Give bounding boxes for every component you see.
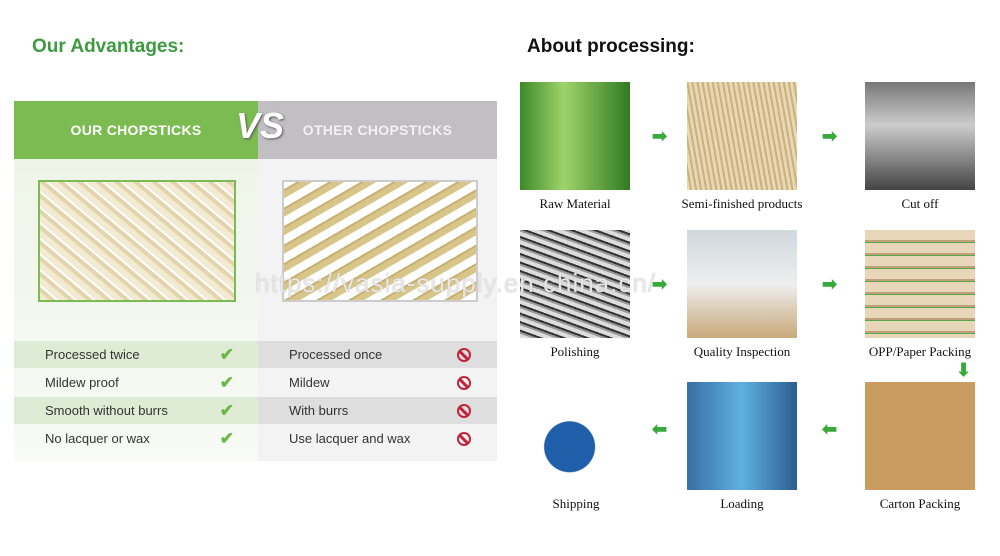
vs-logo: VS bbox=[236, 105, 285, 146]
ours-row: Smooth without burrs ✔ bbox=[14, 397, 258, 424]
arrow-left-icon: ⬅ bbox=[652, 419, 668, 439]
check-icon: ✔ bbox=[219, 344, 234, 364]
comparison-table: OUR CHOPSTICKS OTHER CHOPSTICKS VS Proce… bbox=[14, 101, 497, 461]
step-semi-finished: Semi-finished products bbox=[682, 82, 802, 212]
step-caption: Loading bbox=[720, 496, 764, 511]
prohibited-icon bbox=[457, 403, 471, 418]
step-polishing: Polishing bbox=[520, 230, 630, 360]
step-caption: Raw Material bbox=[539, 196, 611, 211]
semi-finished-photo bbox=[687, 82, 797, 190]
polishing-photo bbox=[520, 230, 630, 338]
step-caption: Semi-finished products bbox=[681, 196, 803, 211]
other-row: With burrs bbox=[258, 397, 497, 424]
arrow-right-icon: ➡ bbox=[822, 126, 838, 146]
step-opp-packing: OPP/Paper Packing bbox=[865, 230, 975, 360]
step-carton-packing: Carton Packing bbox=[865, 382, 975, 512]
prohibited-icon bbox=[457, 431, 471, 446]
row-label: Processed once bbox=[289, 347, 383, 362]
check-icon: ✔ bbox=[219, 428, 234, 448]
other-row: Mildew bbox=[258, 369, 497, 396]
other-chopsticks-photo bbox=[282, 180, 478, 302]
row-label: Smooth without burrs bbox=[45, 403, 168, 418]
step-quality-inspection: Quality Inspection bbox=[687, 230, 797, 360]
other-header: OTHER CHOPSTICKS bbox=[258, 101, 497, 159]
ours-header: OUR CHOPSTICKS bbox=[14, 101, 258, 159]
check-icon: ✔ bbox=[219, 372, 234, 392]
row-label: Mildew proof bbox=[45, 375, 119, 390]
ours-row: Mildew proof ✔ bbox=[14, 369, 258, 396]
arrow-down-icon: ⬇ bbox=[956, 360, 972, 380]
step-shipping: Shipping bbox=[512, 382, 640, 512]
step-caption: Cut off bbox=[901, 196, 939, 211]
arrow-right-icon: ➡ bbox=[822, 274, 838, 294]
shipping-photo bbox=[512, 382, 640, 490]
ours-row: No lacquer or wax ✔ bbox=[14, 425, 258, 452]
loading-photo bbox=[687, 382, 797, 490]
inspection-photo bbox=[687, 230, 797, 338]
arrow-right-icon: ➡ bbox=[652, 274, 668, 294]
cutting-machine-photo bbox=[865, 82, 975, 190]
step-caption: OPP/Paper Packing bbox=[868, 344, 972, 359]
prohibited-icon bbox=[457, 375, 471, 390]
step-caption: Polishing bbox=[550, 344, 600, 359]
bamboo-photo bbox=[520, 82, 630, 190]
advantages-title: Our Advantages: bbox=[32, 36, 185, 57]
processing-title: About processing: bbox=[527, 36, 695, 57]
check-icon: ✔ bbox=[219, 400, 234, 420]
step-caption: Quality Inspection bbox=[693, 344, 791, 359]
prohibited-icon bbox=[457, 347, 471, 362]
row-label: No lacquer or wax bbox=[45, 431, 150, 446]
row-label: With burrs bbox=[289, 403, 349, 418]
other-row: Use lacquer and wax bbox=[258, 425, 497, 452]
ours-row: Processed twice ✔ bbox=[14, 341, 258, 368]
row-label: Mildew bbox=[289, 375, 330, 390]
step-cut-off: Cut off bbox=[865, 82, 975, 212]
arrow-right-icon: ➡ bbox=[652, 126, 668, 146]
step-caption: Carton Packing bbox=[879, 496, 961, 511]
packing-photo bbox=[865, 230, 975, 338]
our-chopsticks-photo bbox=[38, 180, 236, 302]
row-label: Processed twice bbox=[45, 347, 140, 362]
arrow-left-icon: ⬅ bbox=[822, 419, 838, 439]
watermark: https://vasia-supply.en.china.cn/ bbox=[255, 268, 657, 298]
carton-photo bbox=[865, 382, 975, 490]
row-label: Use lacquer and wax bbox=[289, 431, 411, 446]
step-caption: Shipping bbox=[552, 496, 600, 511]
step-raw-material: Raw Material bbox=[520, 82, 630, 212]
other-row: Processed once bbox=[258, 341, 497, 368]
step-loading: Loading bbox=[687, 382, 797, 512]
